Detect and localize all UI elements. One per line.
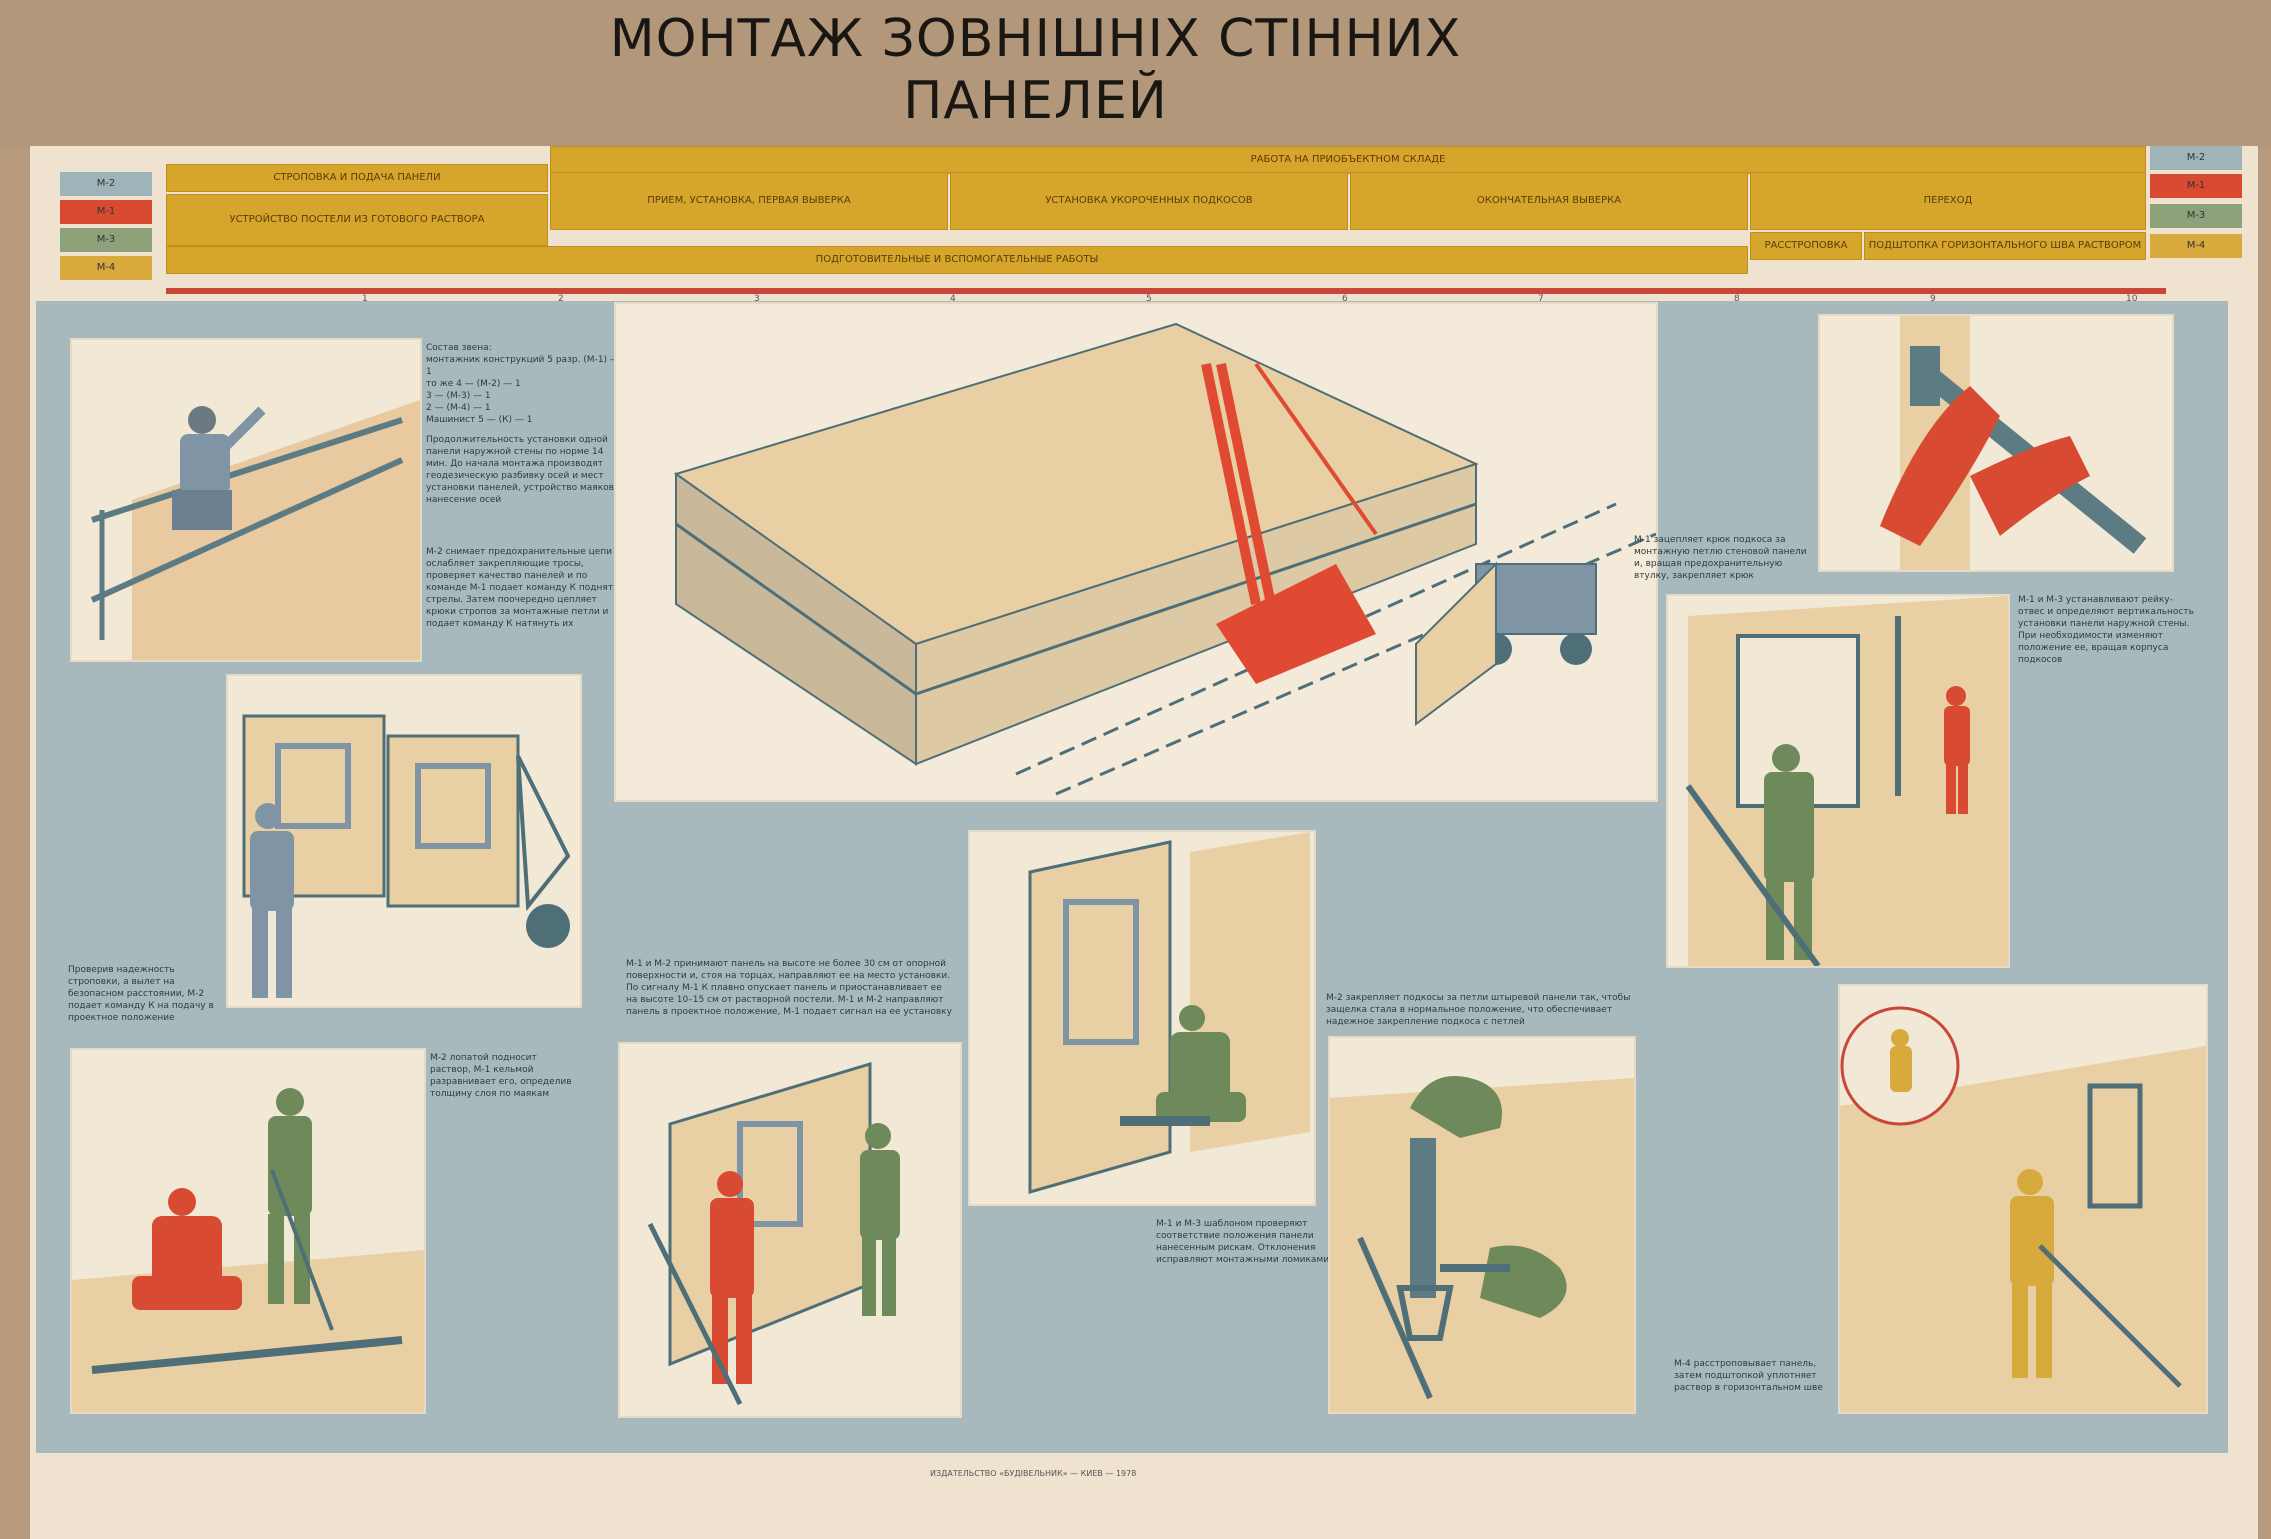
caption-step4: М-1 и М-2 принимают панель на высоте не … (626, 959, 952, 1017)
panel-site-overview (614, 302, 1658, 802)
crew-title: Состав звена: (426, 343, 492, 353)
illustration-hook-strut (1880, 316, 2147, 570)
illustration-strut-clamp (1330, 1076, 1634, 1412)
timeline-tick: 2 (558, 294, 564, 304)
timeline-tick: 6 (1342, 294, 1348, 304)
panel-lift-panel (226, 674, 582, 1008)
schedule-row-postel: УСТРОЙСТВО ПОСТЕЛИ ИЗ ГОТОВОГО РАСТВОРА (166, 194, 548, 246)
illustration-mortar-bed (72, 1088, 424, 1412)
work-schedule: М-2 М-1 М-3 М-4 СТРОПОВКА И ПОДАЧА ПАНЕЛ… (60, 146, 2246, 304)
illustration-construction-site (673, 322, 1656, 796)
worker-swatch-right-m4: М-4 (2150, 234, 2242, 258)
crew-line: то же 4 — (М-2) — 1 (426, 379, 521, 389)
schedule-row-priem: ПРИЕМ, УСТАНОВКА, ПЕРВАЯ ВЫВЕРКА (550, 172, 948, 230)
timeline-tick: 7 (1538, 294, 1544, 304)
crew-line: 3 — (М-3) — 1 (426, 391, 491, 401)
caption-step6: М-2 закрепляет подкосы за петли штыревой… (1326, 993, 1631, 1027)
panel-template-check (968, 830, 1316, 1206)
worker-swatch-m2: М-2 (60, 172, 152, 196)
schedule-row-rasstropovka: РАССТРОПОВКА (1750, 232, 1862, 260)
schedule-row-vyverka: ОКОНЧАТЕЛЬНАЯ ВЫВЕРКА (1350, 172, 1748, 230)
schedule-row-podkosy: УСТАНОВКА УКОРОЧЕННЫХ ПОДКОСОВ (950, 172, 1348, 230)
caption-step1: М-2 снимает предохранительные цепи и осл… (426, 547, 621, 629)
illustration-plumb-check (1685, 596, 2008, 966)
illustration-lifting-panel (242, 714, 571, 998)
crew-line: монтажник конструкций 5 разр. (М-1) — 1 (426, 355, 619, 377)
crew-line: Машинист 5 — (К) — 1 (426, 415, 533, 425)
panel-unstrap-truck (70, 338, 422, 662)
crew-composition: Состав звена: монтажник конструкций 5 ра… (426, 342, 626, 506)
panel-plumb-check (1666, 594, 2010, 968)
timeline-tick: 1 (362, 294, 368, 304)
schedule-timeline (166, 288, 2166, 294)
caption-step9: М-4 расстроповывает панель, затем подшто… (1674, 1359, 1823, 1393)
schedule-row-stropovka: СТРОПОВКА И ПОДАЧА ПАНЕЛИ (166, 164, 548, 192)
title-bar: МОНТАЖ ЗОВНІШНІХ СТІННИХ ПАНЕЛЕЙ (0, 0, 2271, 148)
timeline-tick: 5 (1146, 294, 1152, 304)
caption-step8: М-1 и М-3 устанавливают рейку-отвес и оп… (2018, 595, 2194, 665)
worker-swatch-m4: М-4 (60, 256, 152, 280)
worker-swatch-m3: М-3 (60, 228, 152, 252)
caption-step3: М-2 лопатой подносит раствор, М-1 кельмо… (430, 1053, 572, 1099)
crew-line: 2 — (М-4) — 1 (426, 403, 491, 413)
panel-hook-strut (1818, 314, 2174, 572)
timeline-tick: 10 (2126, 294, 2138, 304)
illustration-unstrap-joint (1840, 1006, 2206, 1412)
footer-publisher: ИЗДАТЕЛЬСТВО «БУДІВЕЛЬНИК» — КИЕВ — 1978 (930, 1469, 1137, 1478)
worker-swatch-m1: М-1 (60, 200, 152, 224)
illustration-worker-on-truck (90, 400, 420, 660)
timeline-tick: 8 (1734, 294, 1740, 304)
poster: М-2 М-1 М-3 М-4 СТРОПОВКА И ПОДАЧА ПАНЕЛ… (30, 146, 2258, 1539)
panel-mortar-bed (70, 1048, 426, 1414)
worker-swatch-right-m2: М-2 (2150, 146, 2242, 170)
crew-note: Продолжительность установки одной панели… (426, 435, 623, 505)
panel-install-panel (618, 1042, 962, 1418)
schedule-row-perehod: ПЕРЕХОД (1750, 172, 2146, 230)
worker-swatch-right-m3: М-3 (2150, 204, 2242, 228)
illustration-template-check (1028, 832, 1310, 1194)
page-title-line2: ПАНЕЛЕЙ (903, 71, 1168, 131)
schedule-row-podshtopka: ПОДШТОПКА ГОРИЗОНТАЛЬНОГО ШВА РАСТВОРОМ (1864, 232, 2146, 260)
timeline-tick: 3 (754, 294, 760, 304)
caption-step7: М-1 зацепляет крюк подкоса за монтажную … (1634, 535, 1807, 581)
panel-strut-clamp (1328, 1036, 1636, 1414)
schedule-row-podgot: ПОДГОТОВИТЕЛЬНЫЕ И ВСПОМОГАТЕЛЬНЫЕ РАБОТ… (166, 246, 1748, 274)
panel-unstrap-joint (1838, 984, 2208, 1414)
timeline-tick: 9 (1930, 294, 1936, 304)
schedule-row-sklad: РАБОТА НА ПРИОБЪЕКТНОМ СКЛАДЕ (550, 146, 2146, 174)
caption-step5: М-1 и М-3 шаблоном проверяют соответстви… (1156, 1219, 1330, 1265)
timeline-tick: 4 (950, 294, 956, 304)
page-title-line1: МОНТАЖ ЗОВНІШНІХ СТІННИХ (609, 9, 1462, 69)
caption-step2: Проверив надежность строповки, а вылет н… (68, 965, 214, 1023)
worker-swatch-right-m1: М-1 (2150, 174, 2242, 198)
illustration-installing-panel (647, 1061, 900, 1406)
